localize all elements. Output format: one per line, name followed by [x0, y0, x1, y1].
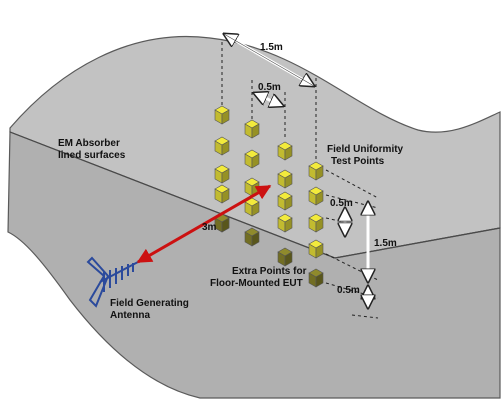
uniformity-label-line2: Test Points — [331, 156, 385, 167]
test-point-cube-icon — [308, 239, 324, 259]
test-point-cube-icon — [244, 149, 260, 169]
absorber-label-line1: EM Absorber — [58, 138, 120, 149]
test-point-cube-icon — [308, 213, 324, 233]
dim-point-spacing-h — [254, 93, 283, 106]
test-point-cube-icon — [277, 213, 293, 233]
dim-label-grid-width: 1.5m — [260, 42, 283, 53]
test-point-cube-icon — [244, 119, 260, 139]
dim-label-grid-height: 1.5m — [374, 238, 397, 249]
dim-label-point-spacing-v: 0.5m — [330, 198, 353, 209]
test-point-cube-icon — [277, 169, 293, 189]
test-point-cube-icon — [308, 186, 324, 206]
log-periodic-antenna-icon — [86, 256, 139, 308]
chamber — [7, 36, 501, 399]
test-point-cube-icon — [214, 184, 230, 204]
antenna-distance-arrow — [136, 184, 272, 264]
test-point-cube-icon — [277, 191, 293, 211]
chamber-floor — [7, 131, 501, 399]
antenna-label-line1: Field Generating — [110, 298, 189, 309]
test-point-cube-icon — [308, 161, 324, 181]
extra-point-cube-icon — [244, 227, 260, 247]
absorber-label-line2: lined surfaces — [58, 150, 126, 161]
extra-point-cube-icon — [277, 247, 293, 267]
test-point-cube-icon — [214, 105, 230, 125]
test-point-cube-icon — [214, 164, 230, 184]
uniformity-label-line1: Field Uniformity — [327, 144, 404, 155]
dim-label-floor-offset: 0.5m — [337, 285, 360, 296]
test-point-cube-icon — [214, 136, 230, 156]
extra-point-cube-icon — [308, 268, 324, 288]
dimension-arrows — [224, 34, 368, 308]
dim-label-point-spacing-h: 0.5m — [258, 82, 281, 93]
antenna-label-line2: Antenna — [110, 310, 150, 321]
extra-points-label-line2: Floor-Mounted EUT — [210, 278, 303, 289]
dim-label-antenna-distance: 3m — [202, 222, 217, 233]
extra-points-label-line1: Extra Points for — [232, 266, 307, 277]
test-point-cube-icon — [277, 141, 293, 161]
